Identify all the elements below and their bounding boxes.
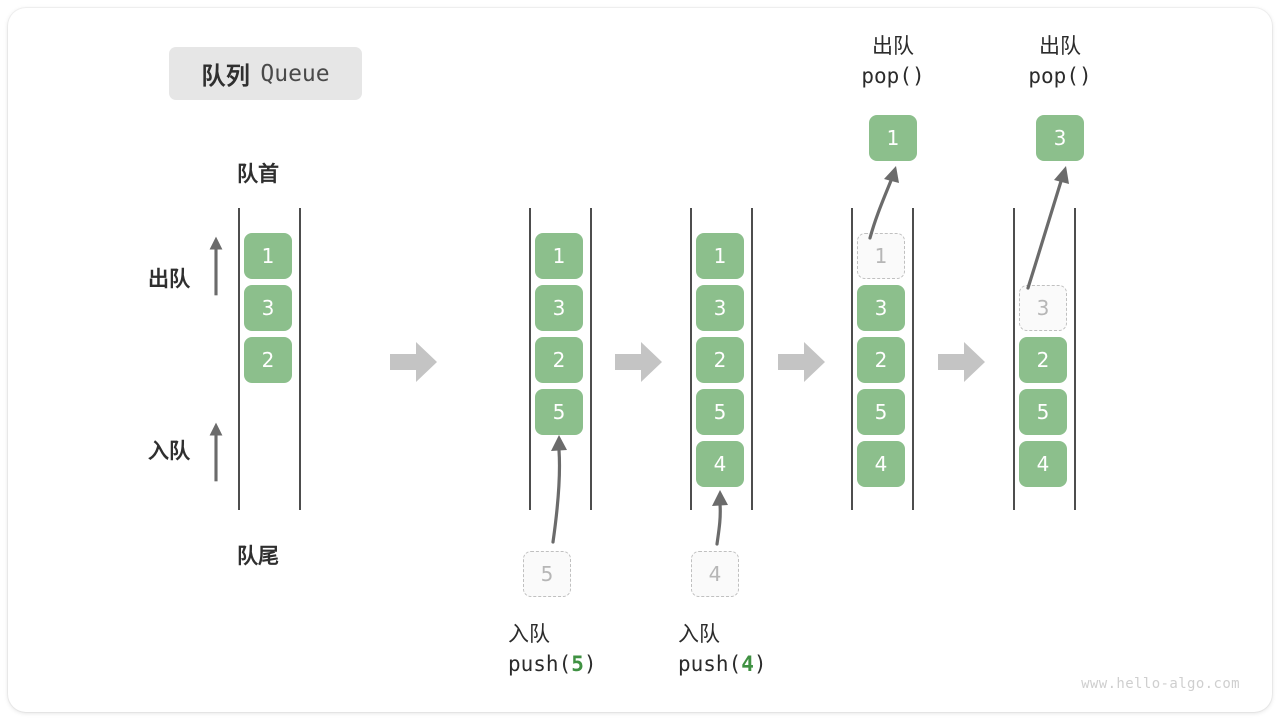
rail-left	[238, 208, 240, 510]
curved-arrow-up-right-icon	[868, 166, 899, 240]
panel-caption-push-5: 入队 push(5)	[508, 620, 597, 680]
block-arrow-right-icon	[390, 342, 437, 382]
rail-right	[1074, 208, 1076, 510]
rail-right	[590, 208, 592, 510]
rail-left	[1013, 208, 1015, 510]
panel-caption-push-4: 入队 push(4)	[678, 620, 767, 680]
curved-arrow-up-icon	[551, 435, 567, 544]
queue-cell: 2	[1019, 337, 1067, 383]
caption-arg: 5	[571, 651, 584, 676]
caption-code: push(4)	[678, 650, 767, 680]
queue-cell: 1	[696, 233, 744, 279]
panel-caption-pop-3: 出队 pop()	[1012, 32, 1108, 92]
queue-cell: 5	[535, 389, 583, 435]
curved-arrow-up-icon	[712, 490, 728, 546]
caption-chinese: 入队	[508, 623, 550, 646]
queue-cell: 3	[535, 285, 583, 331]
rail-right	[299, 208, 301, 510]
queue-cell: 2	[244, 337, 292, 383]
queue-cell: 3	[857, 285, 905, 331]
outgoing-element-ghost: 3	[1019, 285, 1067, 331]
queue-tail-label: 队尾	[237, 545, 279, 568]
caption-fn: push(	[508, 651, 572, 676]
queue-cell: 1	[244, 233, 292, 279]
queue-head-label: 队首	[237, 163, 279, 186]
title-english: Queue	[260, 60, 330, 87]
caption-fn-close: )	[583, 651, 597, 676]
popped-element: 3	[1036, 115, 1084, 161]
curved-arrow-up-right-icon	[1026, 166, 1069, 290]
title-chinese: 队列	[201, 63, 251, 90]
block-arrow-right-icon	[615, 342, 662, 382]
enqueue-direction-label: 入队	[148, 440, 190, 463]
queue-cell: 2	[535, 337, 583, 383]
queue-cell: 2	[857, 337, 905, 383]
block-arrow-right-icon	[778, 342, 825, 382]
queue-cell: 3	[696, 285, 744, 331]
caption-fn-close: )	[753, 651, 767, 676]
caption-chinese: 出队	[872, 35, 914, 58]
caption-arg: 4	[741, 651, 754, 676]
diagram-title-badge: 队列 Queue	[169, 47, 362, 100]
incoming-element-ghost: 5	[523, 551, 571, 597]
watermark: www.hello-algo.com	[1081, 676, 1240, 692]
panel-caption-pop-1: 出队 pop()	[845, 32, 941, 92]
caption-code: pop()	[861, 63, 925, 88]
queue-cell: 3	[244, 285, 292, 331]
popped-element: 1	[869, 115, 917, 161]
queue-cell: 1	[535, 233, 583, 279]
caption-chinese: 入队	[678, 623, 720, 646]
rail-right	[912, 208, 914, 510]
queue-cell: 2	[696, 337, 744, 383]
queue-cell: 5	[857, 389, 905, 435]
rail-left	[529, 208, 531, 510]
queue-cell: 5	[696, 389, 744, 435]
queue-cell: 5	[1019, 389, 1067, 435]
queue-cell: 4	[857, 441, 905, 487]
queue-cell: 4	[696, 441, 744, 487]
caption-code: pop()	[1028, 63, 1092, 88]
arrow-up-icon-dequeue	[209, 236, 223, 296]
outgoing-element-ghost: 1	[857, 233, 905, 279]
caption-code: push(5)	[508, 650, 597, 680]
queue-cell: 4	[1019, 441, 1067, 487]
incoming-element-ghost: 4	[691, 551, 739, 597]
arrow-up-icon-enqueue	[209, 422, 223, 482]
dequeue-direction-label: 出队	[148, 268, 190, 291]
rail-left	[690, 208, 692, 510]
rail-right	[751, 208, 753, 510]
rail-left	[851, 208, 853, 510]
block-arrow-right-icon	[938, 342, 985, 382]
caption-fn: push(	[678, 651, 742, 676]
caption-chinese: 出队	[1039, 35, 1081, 58]
